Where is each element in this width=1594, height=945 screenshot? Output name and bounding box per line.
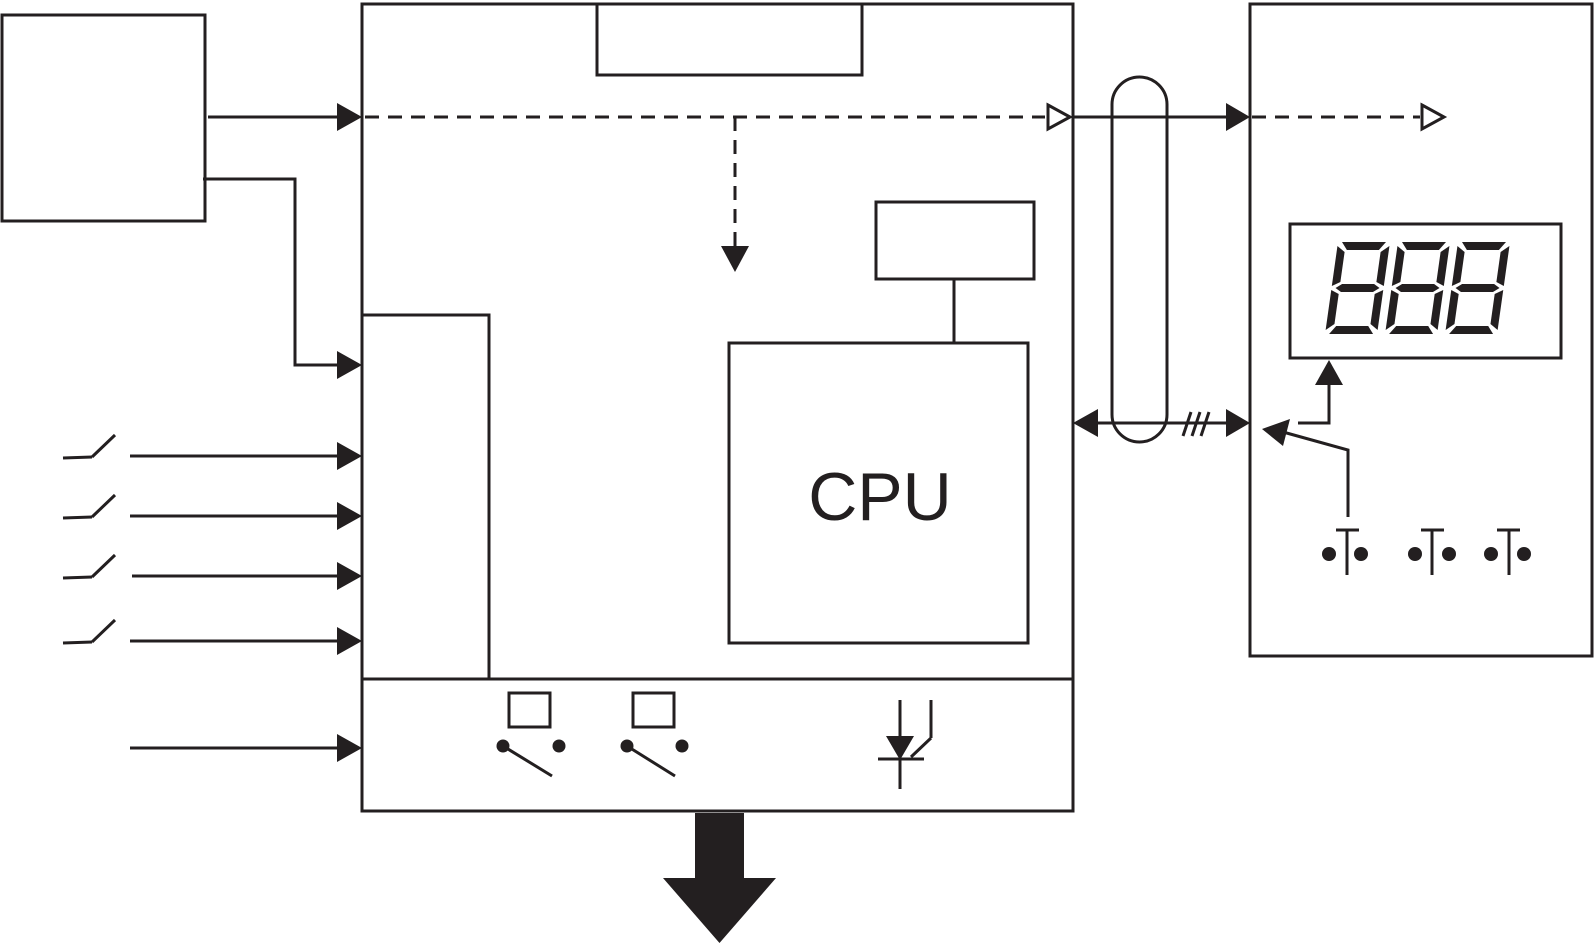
switch-2-blade [90,493,117,519]
arrowhead-dashed-down [721,246,749,272]
arrowhead-analog-input [337,734,362,762]
arrowhead-switch-4 [337,627,362,655]
display-window [1288,222,1563,360]
top-submodule [595,2,864,77]
arrowhead-switch-1 [337,442,362,470]
switch-3-lead [62,575,93,580]
signal-line-secondary-in [203,177,340,367]
arrowhead-open-internal [1046,102,1074,132]
external-source-block [0,13,207,223]
operator-panel-block [1248,2,1594,658]
keypad-button-3-dot-right [1517,547,1531,561]
switch-4-blade [90,618,117,644]
keypad-button-1-dot-left [1322,547,1336,561]
relay-2-coil [631,691,676,729]
relay-1-contact [502,744,553,778]
switch-1-lead [62,455,93,460]
arrowhead-bus-left [1073,409,1098,437]
relay-2-contact [626,744,676,778]
panel-keypad-link [1282,430,1350,517]
arrowhead-open-panel [1420,102,1448,132]
switch-4-lead [62,640,93,645]
relay-1-dot-right [552,739,566,753]
cpu-block [727,341,1030,645]
arrowhead-switch-2 [337,502,362,530]
panel-display-link [1298,383,1331,425]
arrowhead-switch-3 [337,562,362,590]
output-big-arrow [663,813,776,943]
switch-3-blade [90,553,117,579]
arrowhead-to-display [1315,360,1343,385]
relay-2-dot-right [675,739,689,753]
relay-2-dot-left [620,739,634,753]
keypad-button-1-dot-right [1354,547,1368,561]
arrowhead-bus-right [1226,409,1250,437]
keypad-button-2-dot-left [1408,547,1422,561]
main-controller-block [360,2,1075,813]
cpu-label: CPU [808,459,952,535]
transistor-arrow [886,736,914,760]
transistor-emitter [909,736,933,759]
bus-hatch-3 [1199,411,1211,437]
arrowhead-keypad-link [1262,419,1290,446]
bus-hatch-1 [1181,411,1193,437]
seven-segment-display [1325,242,1510,334]
arrowhead-to-panel [1226,103,1250,131]
bus-hatch-2 [1190,411,1202,437]
bus-cable-capsule [1110,75,1169,444]
relay-1-coil [507,691,552,729]
keypad-button-2-dot-right [1442,547,1456,561]
seven-segment-digit-1 [1325,242,1390,334]
switch-2-lead [62,515,93,520]
seven-segment-digit-3 [1445,242,1510,334]
arrowhead-main-in [337,103,362,131]
memory-block [874,200,1036,281]
relay-1-dot-left [496,739,510,753]
arrowhead-secondary-in [337,351,362,379]
seven-segment-digit-2 [1385,242,1450,334]
switch-1-blade [90,433,117,459]
keypad-button-3-dot-left [1484,547,1498,561]
input-interface-column [362,313,491,679]
